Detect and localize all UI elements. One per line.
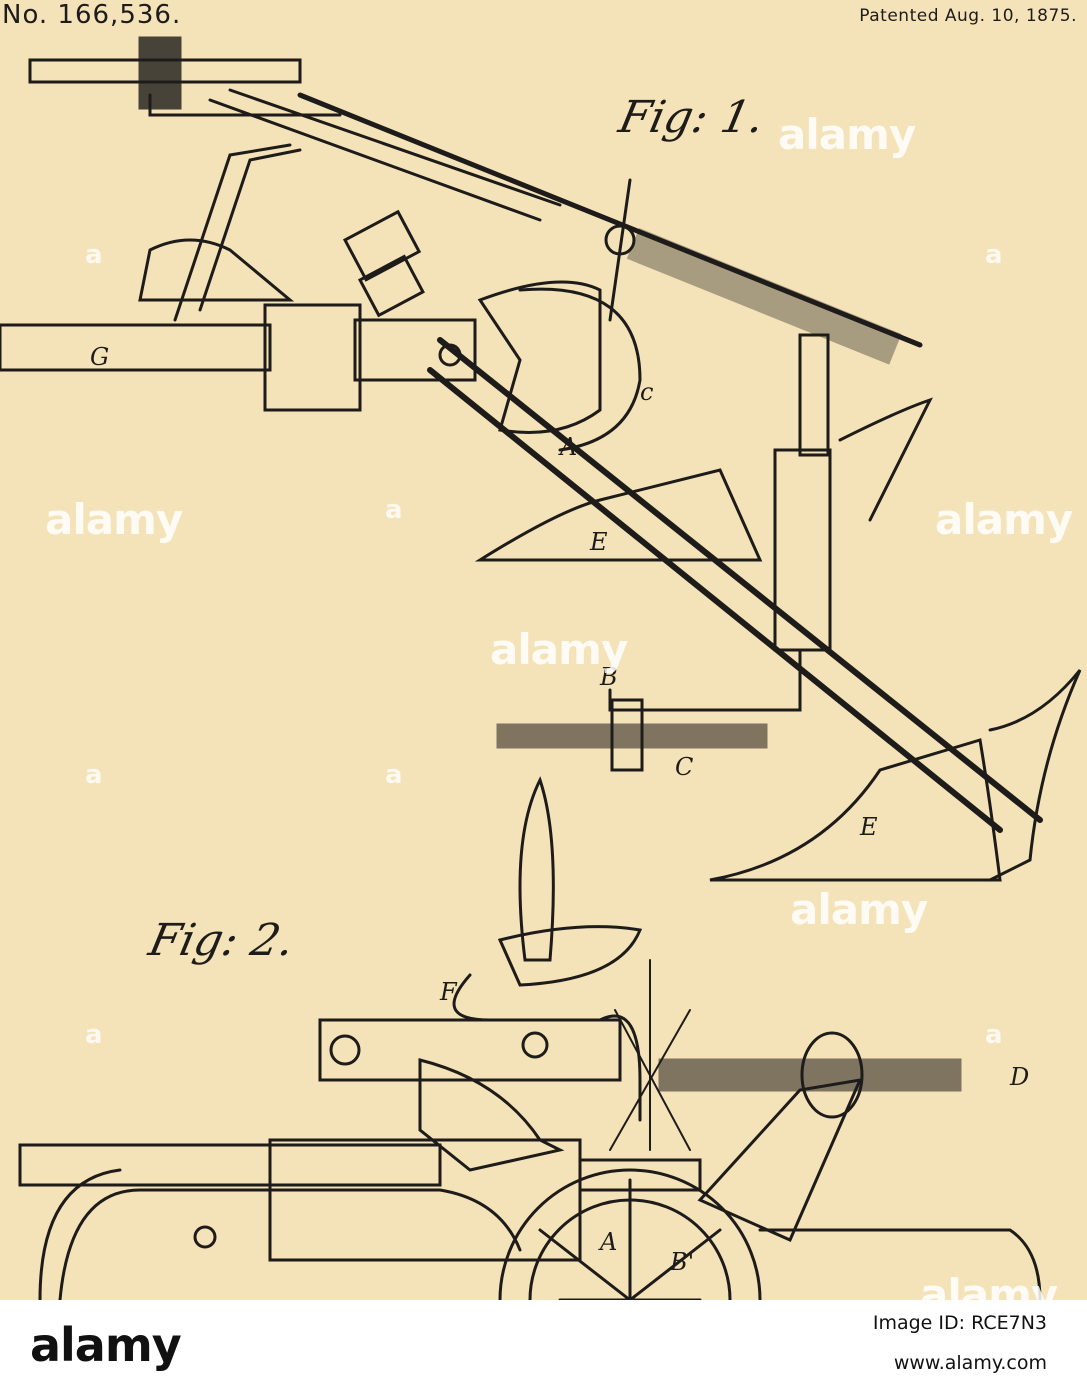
watermark-small: a (85, 1020, 102, 1050)
label-g: G (90, 343, 109, 371)
watermark: alamy (490, 625, 627, 674)
label-e-bottom: E (859, 813, 878, 841)
watermark: alamy (45, 495, 182, 544)
watermark-small: a (985, 1020, 1002, 1050)
figure-1-label: Fig: 1. (615, 92, 769, 143)
label-a: A (558, 433, 577, 461)
watermark: alamy (778, 110, 915, 159)
watermark-small: a (385, 495, 402, 525)
site-link[interactable]: www.alamy.com (894, 1352, 1047, 1374)
footer-bar: alamy Image ID: RCE7N3 www.alamy.com (0, 1300, 1087, 1390)
patent-sheet: No. 166,536. Patented Aug. 10, 1875. (0, 0, 1087, 1300)
watermark-small: a (385, 760, 402, 790)
label-b2: B' (669, 1248, 694, 1276)
label-d: D (1009, 1063, 1029, 1091)
figure-2-label: Fig: 2. (145, 915, 299, 966)
watermark: alamy (790, 885, 927, 934)
label-c: c (640, 378, 653, 406)
label-c-bottom: C (675, 753, 693, 781)
watermark: alamy (920, 1270, 1057, 1300)
label-f: F (439, 978, 458, 1006)
watermark-small: a (85, 760, 102, 790)
watermark-small: a (985, 240, 1002, 270)
label-e: E (589, 528, 608, 556)
watermark: alamy (935, 495, 1072, 544)
image-id: Image ID: RCE7N3 (873, 1312, 1047, 1334)
alamy-logo[interactable]: alamy (30, 1318, 181, 1372)
label-a2: A (598, 1228, 617, 1256)
watermark-small: a (85, 240, 102, 270)
